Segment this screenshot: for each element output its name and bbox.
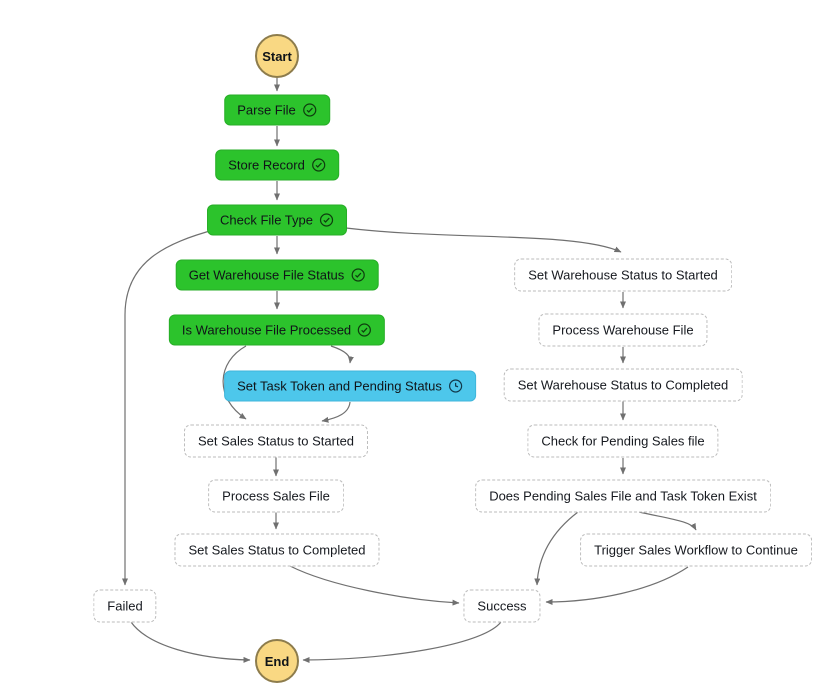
check-circle-icon: [311, 158, 326, 173]
state-label: Check File Type: [220, 212, 313, 228]
state-label: Check for Pending Sales file: [541, 433, 705, 449]
edge-does-pending-to-success: [534, 511, 579, 586]
state-label: Failed: [107, 598, 143, 614]
state-set-sales-status-to-started[interactable]: Set Sales Status to Started: [183, 424, 369, 458]
state-get-warehouse-file-status[interactable]: Get Warehouse File Status: [175, 259, 379, 291]
edge-set-sales-status-to-completed-to-success: [289, 565, 460, 606]
check-circle-icon: [357, 323, 372, 338]
edge-check-file-type-to-set-warehouse-status-to-started: [337, 226, 622, 253]
edge-failed-to-end: [130, 621, 251, 663]
edge-trigger-sales-workflow-to-success: [545, 566, 689, 605]
state-label: Does Pending Sales File and Task Token E…: [489, 488, 757, 504]
clock-icon: [448, 379, 463, 394]
edge-check-file-type-to-failed: [122, 228, 218, 586]
state-label: Success: [477, 598, 527, 614]
state-failed[interactable]: Failed: [93, 589, 157, 623]
state-parse-file[interactable]: Parse File: [224, 94, 330, 126]
state-label: Set Warehouse Status to Completed: [517, 377, 729, 393]
edge-does-pending-to-trigger-sales-workflow: [638, 511, 697, 531]
state-label: Set Task Token and Pending Status: [237, 378, 442, 394]
state-label: Is Warehouse File Processed: [181, 322, 352, 338]
end-node: End: [255, 639, 299, 683]
state-label: Store Record: [228, 157, 305, 173]
state-label: Trigger Sales Workflow to Continue: [594, 542, 798, 558]
state-check-file-type[interactable]: Check File Type: [207, 204, 347, 236]
check-circle-icon: [319, 213, 334, 228]
edge-success-to-end: [302, 621, 502, 663]
state-set-warehouse-status-to-completed[interactable]: Set Warehouse Status to Completed: [503, 368, 743, 402]
state-label: Parse File: [237, 102, 296, 118]
state-process-sales-file[interactable]: Process Sales File: [208, 479, 344, 513]
state-check-for-pending-sales-file[interactable]: Check for Pending Sales file: [527, 424, 719, 458]
state-set-task-token-and-pending-status[interactable]: Set Task Token and Pending Status: [224, 370, 476, 402]
state-label: Process Sales File: [222, 488, 330, 504]
edge-is-warehouse-file-processed-to-set-sales-status-to-started: [222, 345, 247, 420]
end-node-label: End: [264, 653, 290, 669]
state-set-warehouse-status-to-started[interactable]: Set Warehouse Status to Started: [514, 258, 732, 292]
state-label: Process Warehouse File: [552, 322, 694, 338]
check-circle-icon: [302, 103, 317, 118]
state-does-pending-sales-file-and-task-token-exist[interactable]: Does Pending Sales File and Task Token E…: [475, 479, 771, 513]
state-process-warehouse-file[interactable]: Process Warehouse File: [538, 313, 708, 347]
edge-set-task-token-to-set-sales-status-to-started: [321, 401, 351, 423]
edge-is-warehouse-file-processed-to-set-task-token: [330, 345, 354, 364]
state-trigger-sales-workflow-to-continue[interactable]: Trigger Sales Workflow to Continue: [580, 533, 812, 567]
state-label: Set Warehouse Status to Started: [528, 267, 718, 283]
state-success[interactable]: Success: [463, 589, 541, 623]
state-label: Set Sales Status to Completed: [188, 542, 366, 558]
check-circle-icon: [350, 268, 365, 283]
state-store-record[interactable]: Store Record: [215, 149, 339, 181]
state-is-warehouse-file-processed[interactable]: Is Warehouse File Processed: [168, 314, 386, 346]
state-label: Set Sales Status to Started: [197, 433, 355, 449]
state-set-sales-status-to-completed[interactable]: Set Sales Status to Completed: [174, 533, 380, 567]
start-node: Start: [255, 34, 299, 78]
state-label: Get Warehouse File Status: [188, 267, 345, 283]
start-node-label: Start: [262, 48, 292, 64]
